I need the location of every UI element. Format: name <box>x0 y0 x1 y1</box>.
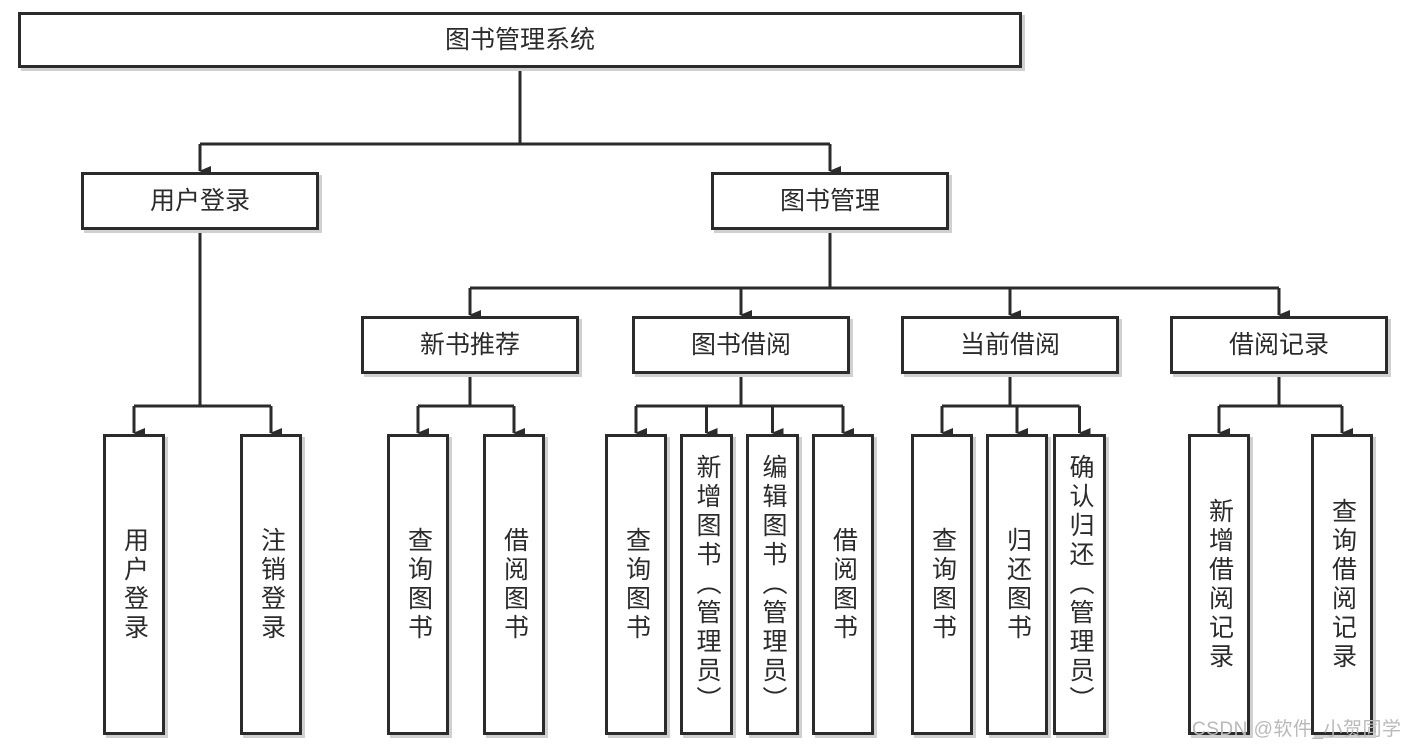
node-leaf-confirm-return-admin[interactable]: 确认归还（管理员） <box>1053 434 1106 735</box>
node-leaf-logout-label: 注销登录 <box>257 526 286 643</box>
node-current-borrow[interactable]: 当前借阅 <box>901 316 1119 374</box>
node-leaf-query-borrow-record[interactable]: 查询借阅记录 <box>1311 434 1373 735</box>
node-leaf-return-book-label: 归还图书 <box>1003 526 1032 643</box>
node-user-login-label: 用户登录 <box>149 186 250 215</box>
node-new-book-recommendation-label: 新书推荐 <box>419 330 520 359</box>
node-leaf-confirm-return-admin-label: 确认归还（管理员） <box>1066 454 1094 715</box>
watermark: CSDN @软件_小贺同学 <box>1192 719 1402 740</box>
node-leaf-query-book-rec-label: 查询图书 <box>404 526 433 643</box>
node-leaf-user-login-label: 用户登录 <box>120 526 149 643</box>
node-new-book-recommendation[interactable]: 新书推荐 <box>361 316 579 374</box>
node-book-management[interactable]: 图书管理 <box>711 172 949 230</box>
node-leaf-query-book-borrow[interactable]: 查询图书 <box>605 434 667 735</box>
node-leaf-user-login[interactable]: 用户登录 <box>103 434 165 735</box>
node-leaf-query-book-current[interactable]: 查询图书 <box>911 434 973 735</box>
node-leaf-borrow-book-label: 借阅图书 <box>829 526 858 643</box>
node-leaf-borrow-book-rec-label: 借阅图书 <box>500 526 529 643</box>
node-leaf-add-borrow-record-label: 新增借阅记录 <box>1205 497 1234 672</box>
node-leaf-query-book-borrow-label: 查询图书 <box>622 526 651 643</box>
node-book-borrow[interactable]: 图书借阅 <box>632 316 850 374</box>
node-user-login[interactable]: 用户登录 <box>81 172 319 230</box>
node-leaf-logout[interactable]: 注销登录 <box>240 434 302 735</box>
node-book-borrow-label: 图书借阅 <box>690 330 791 359</box>
node-leaf-query-book-rec[interactable]: 查询图书 <box>387 434 449 735</box>
node-borrow-record[interactable]: 借阅记录 <box>1170 316 1388 374</box>
node-leaf-query-book-current-label: 查询图书 <box>928 526 957 643</box>
node-current-borrow-label: 当前借阅 <box>959 330 1060 359</box>
node-leaf-add-book-admin-label: 新增图书（管理员） <box>693 454 721 715</box>
node-leaf-borrow-book[interactable]: 借阅图书 <box>812 434 874 735</box>
node-leaf-add-book-admin[interactable]: 新增图书（管理员） <box>680 434 733 735</box>
node-leaf-edit-book-admin-label: 编辑图书（管理员） <box>759 454 787 715</box>
node-book-management-label: 图书管理 <box>779 186 880 215</box>
node-leaf-edit-book-admin[interactable]: 编辑图书（管理员） <box>746 434 799 735</box>
node-borrow-record-label: 借阅记录 <box>1228 330 1329 359</box>
node-leaf-query-borrow-record-label: 查询借阅记录 <box>1328 497 1357 672</box>
node-leaf-borrow-book-rec[interactable]: 借阅图书 <box>483 434 545 735</box>
node-leaf-add-borrow-record[interactable]: 新增借阅记录 <box>1188 434 1250 735</box>
node-root-label: 图书管理系统 <box>444 25 595 54</box>
node-leaf-return-book[interactable]: 归还图书 <box>986 434 1048 735</box>
node-root[interactable]: 图书管理系统 <box>18 12 1022 68</box>
